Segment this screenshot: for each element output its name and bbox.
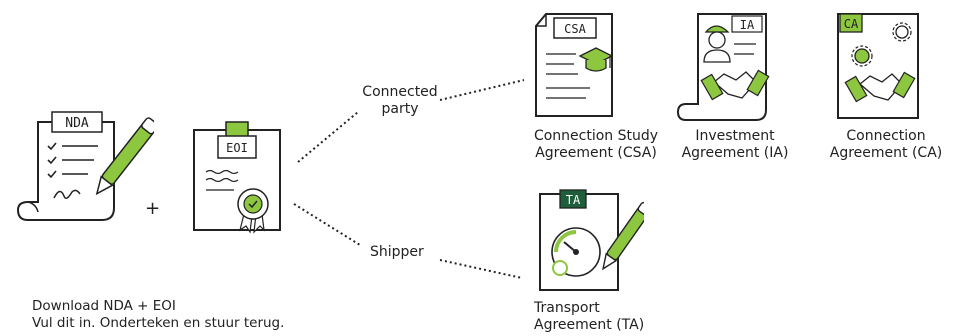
document-graduation-cap-icon: CSA	[535, 13, 614, 117]
instructions-line2: Vul dit in. Onderteken en stuur terug.	[32, 315, 285, 331]
ca-label: Connection Agreement (CA)	[826, 128, 946, 162]
document-gauge-pen-icon: TA	[539, 189, 644, 291]
ta-label: Transport Agreement (TA)	[534, 300, 644, 334]
connected-party-line2: party	[381, 101, 419, 117]
ca-tag: CA	[844, 17, 859, 31]
plus-sign: +	[145, 198, 161, 219]
connected-party-label: Connected party	[360, 84, 440, 118]
csa-label-line2: Agreement (CSA)	[535, 145, 657, 161]
connector-eoi-to-connected-party	[297, 111, 359, 163]
document-gears-handshake-icon: CA	[837, 13, 919, 119]
eoi-tag: EOI	[226, 141, 248, 155]
ta-label-line1: Transport	[534, 300, 600, 316]
csa-label-line1: Connection Study	[533, 128, 659, 144]
connected-party-line1: Connected	[362, 84, 438, 100]
ia-tag: IA	[740, 18, 755, 32]
ca-label-line1: Connection	[846, 128, 926, 144]
shipper-label: Shipper	[370, 244, 424, 260]
document-seal-icon: EOI	[193, 121, 281, 234]
document-checklist-pen-icon: NDA	[16, 111, 154, 221]
nda-tag: NDA	[65, 116, 89, 131]
instructions-line1: Download NDA + EOI	[32, 298, 176, 314]
ia-label-line2: Agreement (IA)	[681, 145, 789, 161]
ia-label: Investment Agreement (IA)	[680, 128, 790, 162]
instructions-text: Download NDA + EOI Vul dit in. Onderteke…	[32, 298, 284, 332]
ia-label-line1: Investment	[695, 128, 775, 144]
connector-connected-party-to-csa	[439, 79, 525, 101]
ta-label-line2: Agreement (TA)	[534, 317, 645, 333]
ca-label-line2: Agreement (CA)	[829, 145, 943, 161]
ta-tag: TA	[566, 193, 581, 207]
csa-tag: CSA	[564, 22, 586, 36]
connector-shipper-to-ta	[439, 259, 523, 279]
connector-eoi-to-shipper	[293, 203, 361, 246]
document-worker-handshake-icon: IA	[676, 13, 770, 121]
csa-label: Connection Study Agreement (CSA)	[526, 128, 666, 162]
